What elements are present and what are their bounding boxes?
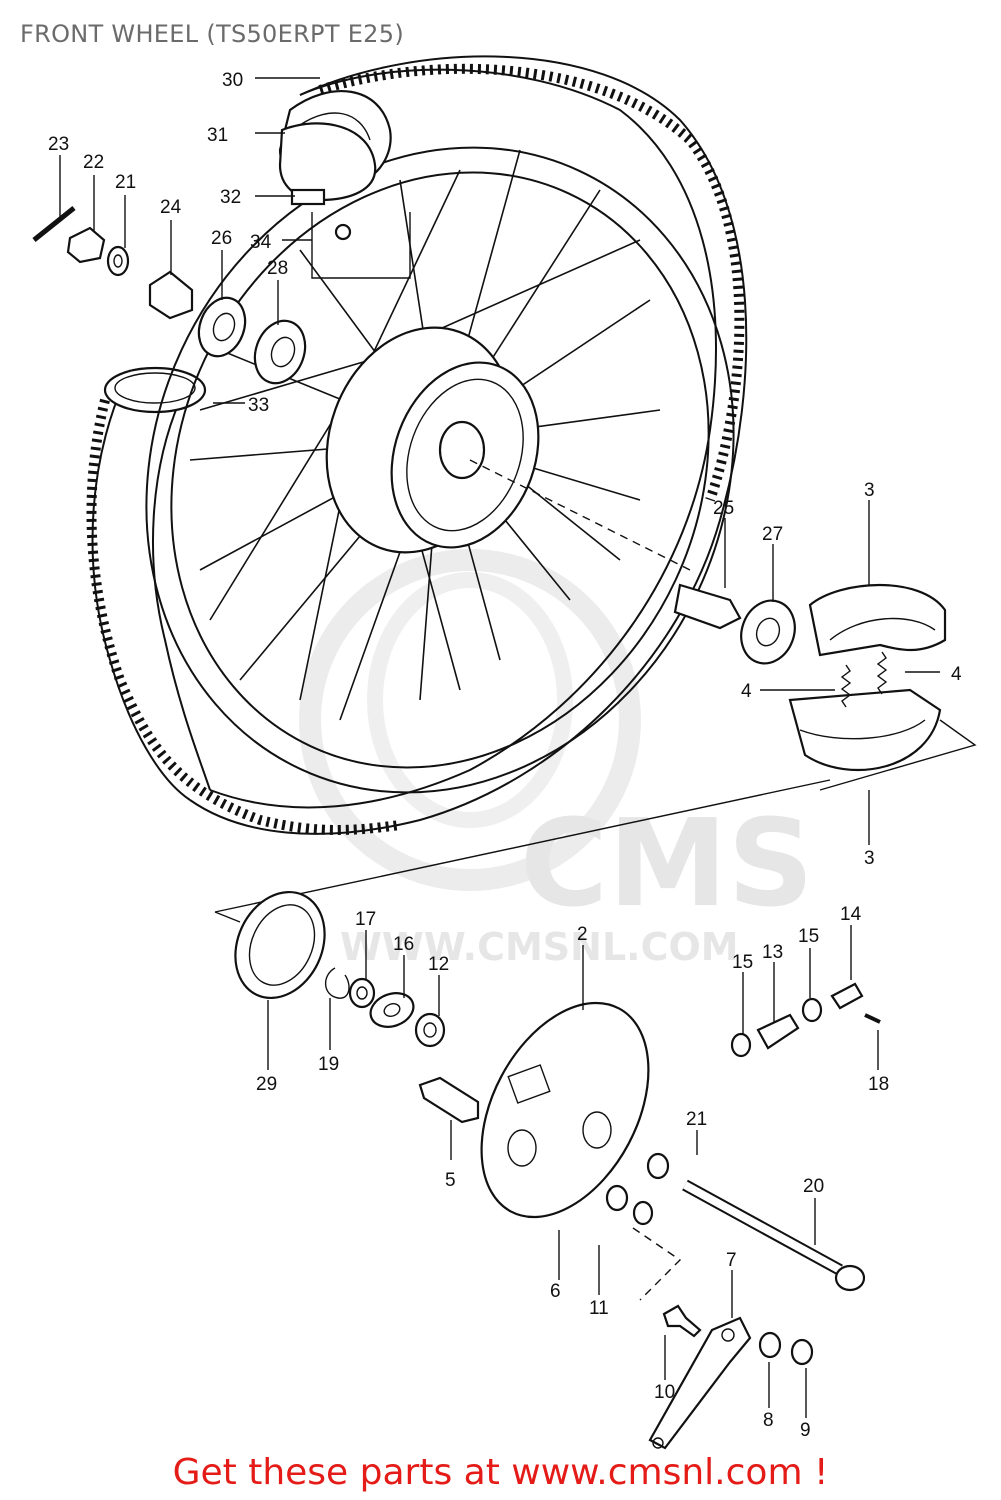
cam-5: [418, 1076, 480, 1124]
spacer-25: [673, 583, 742, 630]
bushing-12: [414, 1012, 446, 1048]
washer-15-right: [801, 997, 823, 1023]
bolt-10: [662, 1304, 702, 1338]
diagram-title: FRONT WHEEL (TS50ERPT E25): [20, 20, 404, 48]
cotter-pin-23: [32, 206, 76, 242]
callout-8: 8: [763, 1410, 774, 1431]
callout-12: 12: [428, 954, 449, 975]
brake-arm-7: [648, 1316, 752, 1450]
callout-26: 26: [211, 228, 232, 249]
callout-labels: 30 31 32 34 33 23 22 21 24 26 28 25 27 3…: [48, 70, 962, 1441]
footer-cta[interactable]: Get these parts at www.cmsnl.com !: [172, 1452, 829, 1493]
callout-13: 13: [762, 942, 783, 963]
callout-5: 5: [445, 1170, 456, 1191]
callout-33: 33: [248, 395, 269, 416]
washer-15-left: [730, 1032, 752, 1058]
brake-springs: [840, 651, 888, 708]
screw-14: [830, 982, 864, 1010]
bearing-27: [740, 599, 796, 665]
callout-17: 17: [355, 909, 376, 930]
callout-15-right: 15: [798, 926, 819, 947]
callout-28: 28: [267, 258, 288, 279]
callout-15-left: 15: [732, 952, 753, 973]
washer-21-lower: [646, 1152, 670, 1180]
oring-6: [605, 1184, 629, 1212]
callout-3-bottom: 3: [864, 848, 875, 869]
callout-4-left: 4: [741, 681, 752, 702]
callout-21-bottom: 21: [686, 1109, 707, 1130]
washer-8: [758, 1331, 782, 1359]
callout-25: 25: [713, 498, 734, 519]
callout-10: 10: [654, 1382, 675, 1403]
callout-19: 19: [318, 1054, 339, 1075]
callout-31: 31: [207, 125, 228, 146]
washer-11: [632, 1200, 654, 1226]
adjuster-13: [756, 1013, 800, 1050]
hub: [325, 326, 691, 571]
brake-shoe-lower: [788, 688, 942, 772]
callout-27: 27: [762, 524, 783, 545]
brake-panel-2: [480, 1001, 650, 1219]
brake-shoe-upper: [808, 584, 947, 657]
callout-4-right: 4: [951, 664, 962, 685]
callout-7: 7: [726, 1250, 737, 1271]
gear-16: [369, 992, 415, 1028]
valve-nut: [290, 188, 326, 206]
bearing-28: [253, 319, 307, 385]
bearing-26: [197, 296, 247, 358]
callout-14: 14: [840, 904, 862, 925]
callout-21-top: 21: [115, 172, 136, 193]
callout-22: 22: [83, 152, 104, 173]
callout-2: 2: [577, 924, 588, 945]
pin-18: [864, 1013, 881, 1024]
callout-23: 23: [48, 134, 69, 155]
callout-24: 24: [160, 197, 182, 218]
leader-lines: [59, 77, 940, 1418]
circlip-19: [324, 967, 350, 999]
oil-seal-29: [234, 890, 326, 1000]
nut-9: [790, 1338, 814, 1366]
spoke-nipple-34: [311, 212, 411, 279]
spacer-24: [148, 270, 194, 320]
callout-9: 9: [800, 1420, 811, 1441]
callout-20: 20: [803, 1176, 824, 1197]
callout-18: 18: [868, 1074, 889, 1095]
callout-16: 16: [393, 934, 414, 955]
callout-6: 6: [550, 1281, 561, 1302]
axle-nut-22: [66, 226, 106, 264]
callout-29: 29: [256, 1074, 277, 1095]
washer-21: [106, 245, 130, 277]
callout-11: 11: [589, 1298, 609, 1319]
rim-band: [278, 122, 377, 202]
callout-3-top: 3: [864, 480, 875, 501]
callout-30: 30: [222, 70, 243, 91]
washer-17: [348, 977, 376, 1009]
axle-20: [682, 1179, 866, 1292]
callout-32: 32: [220, 187, 241, 208]
callout-34: 34: [250, 232, 272, 253]
